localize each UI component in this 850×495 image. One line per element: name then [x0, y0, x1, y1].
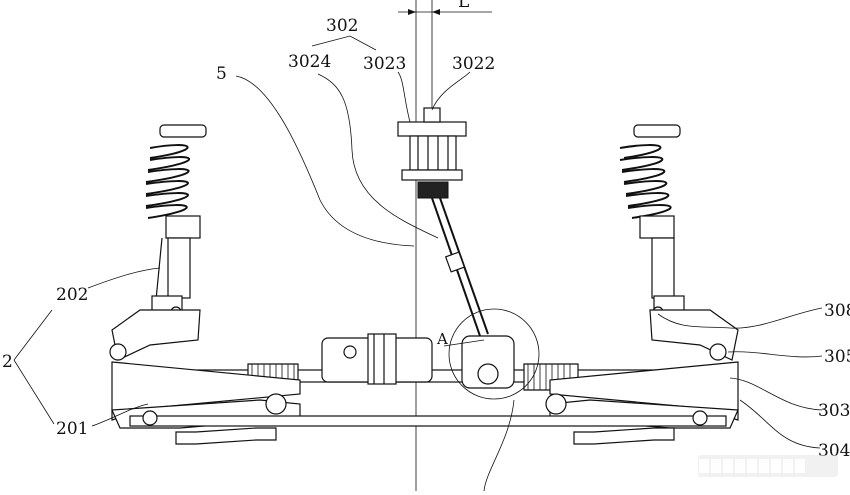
steering-column [397, 107, 489, 337]
label-201: 201 [56, 419, 88, 439]
leader-lines [13, 35, 823, 492]
subframe [109, 309, 739, 445]
right-strut-assembly [619, 124, 685, 323]
label-a: A [436, 330, 448, 348]
label-3024: 3024 [288, 52, 331, 72]
label-3022: 3022 [452, 54, 495, 74]
label-202: 202 [56, 285, 88, 305]
left-strut-assembly [145, 124, 207, 323]
detail-circle-a [448, 308, 540, 400]
label-305: 305 [824, 347, 850, 367]
label-302: 302 [326, 16, 358, 36]
label-2: 2 [2, 352, 13, 372]
label-5: 5 [216, 64, 227, 84]
label-3023: 3023 [363, 54, 406, 74]
watermark-logo [698, 455, 838, 477]
label-l: L [458, 0, 469, 12]
label-303: 303 [818, 401, 850, 421]
label-308: 308 [824, 301, 850, 321]
